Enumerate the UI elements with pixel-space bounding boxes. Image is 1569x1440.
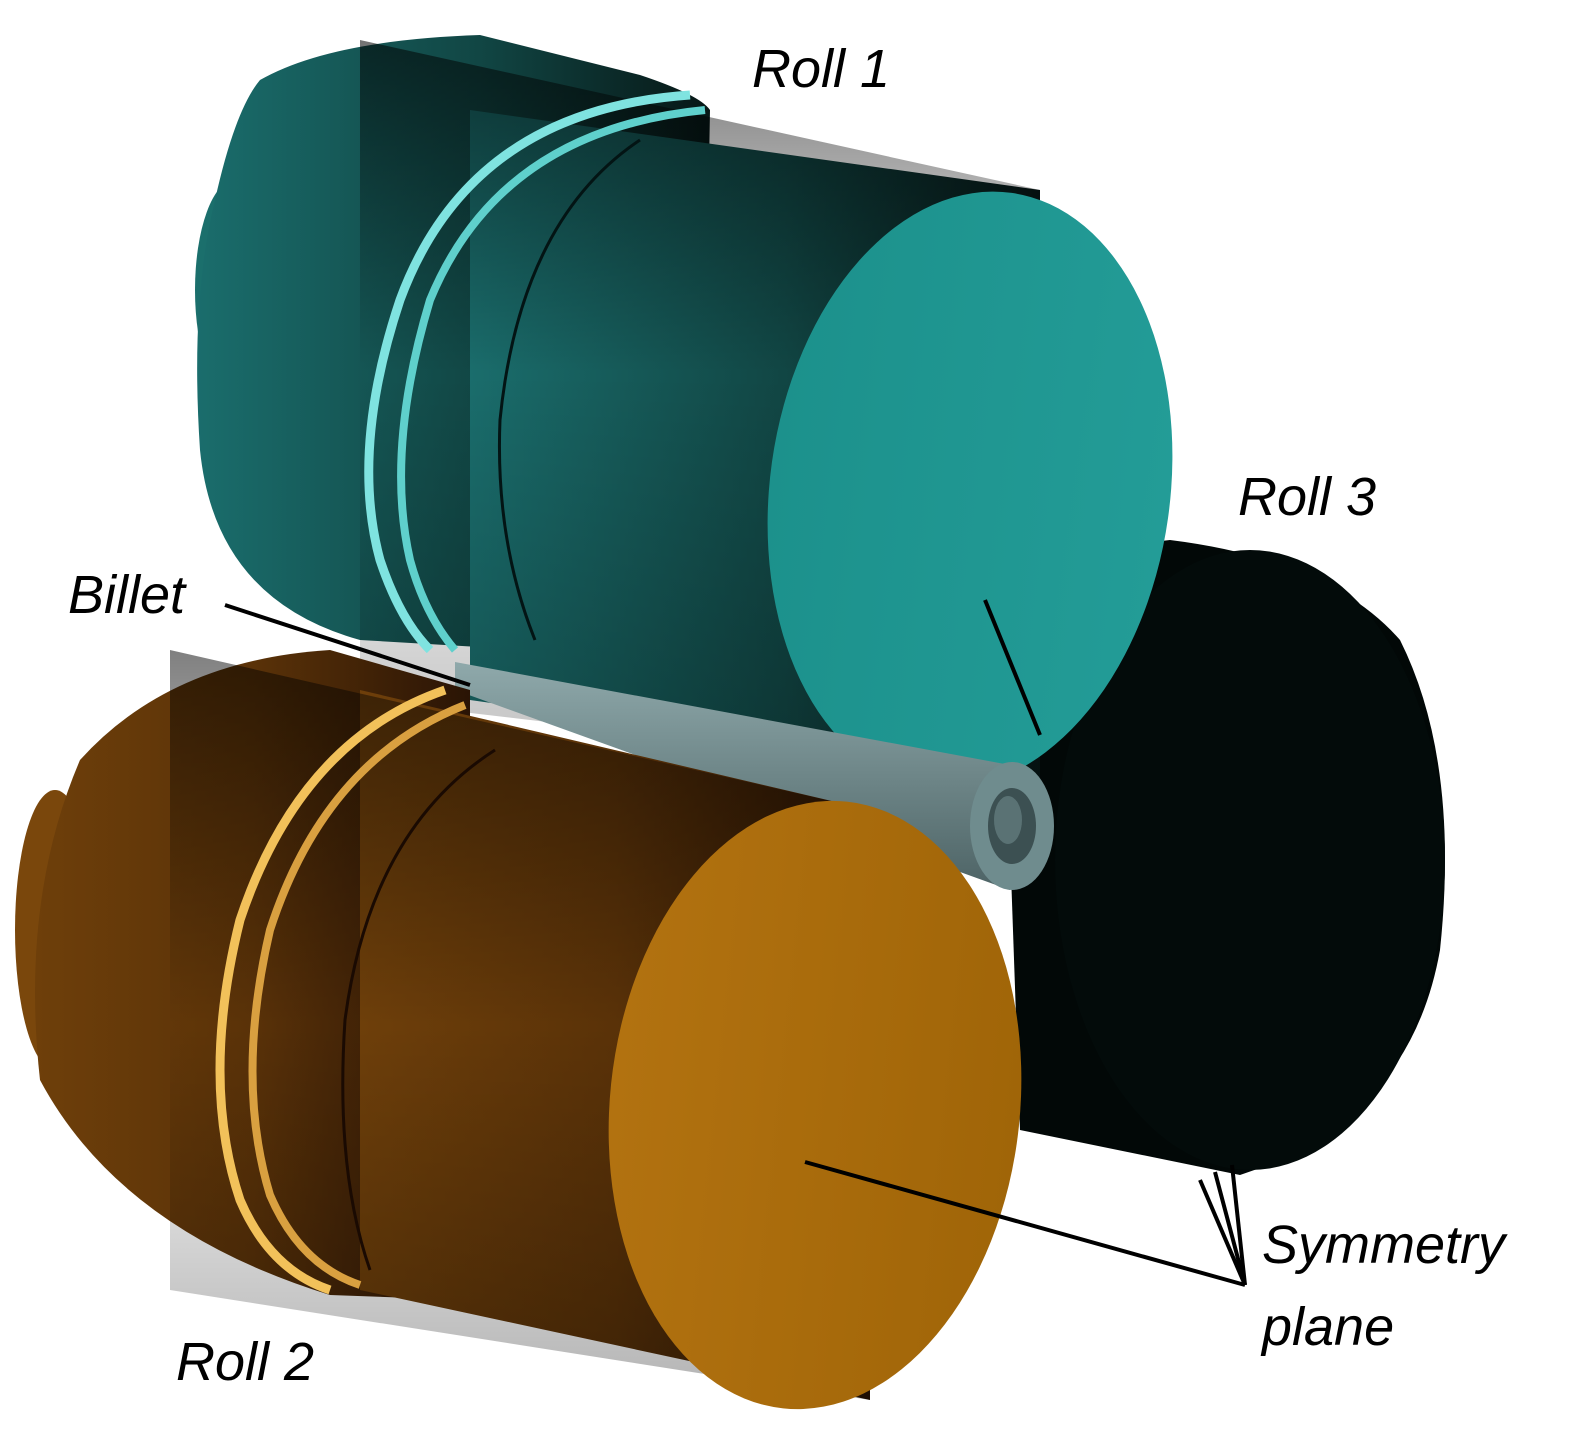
symmetry-leader-c <box>1230 1164 1247 1286</box>
symmetry-leader-b <box>1213 1171 1247 1286</box>
roll-2-ring-inner <box>248 701 467 1289</box>
billet-leader <box>224 603 471 687</box>
symmetry-leader-roll2 <box>804 1160 1246 1287</box>
roll-2-face <box>608 800 1022 1410</box>
roll-2-ring-outer <box>215 685 447 1295</box>
roll-3 <box>1000 540 1445 1175</box>
roll-1-face <box>767 191 1173 789</box>
billet-bore <box>994 796 1022 844</box>
roll-1-ring-inner <box>397 106 706 653</box>
roll-3-label: Roll 3 <box>1238 467 1377 527</box>
roll-2-seam <box>341 748 496 1271</box>
leader-lines <box>224 599 1247 1287</box>
roll3-leader <box>983 599 1042 736</box>
roll-1-seam <box>497 138 641 641</box>
billet-label: Billet <box>68 565 186 625</box>
roll-1-label: Roll 1 <box>752 39 891 99</box>
symmetry-leader-a <box>1198 1179 1247 1286</box>
roll-2 <box>15 650 1022 1410</box>
roll-1-ring-outer <box>364 90 691 654</box>
symmetry-plane-label-line1: Symmetry <box>1262 1215 1505 1275</box>
roll-1 <box>195 35 1173 789</box>
roll-2-label: Roll 2 <box>176 1332 315 1392</box>
symmetry-plane-label-line2: plane <box>1262 1297 1395 1357</box>
roll-3-face <box>1055 550 1445 1170</box>
